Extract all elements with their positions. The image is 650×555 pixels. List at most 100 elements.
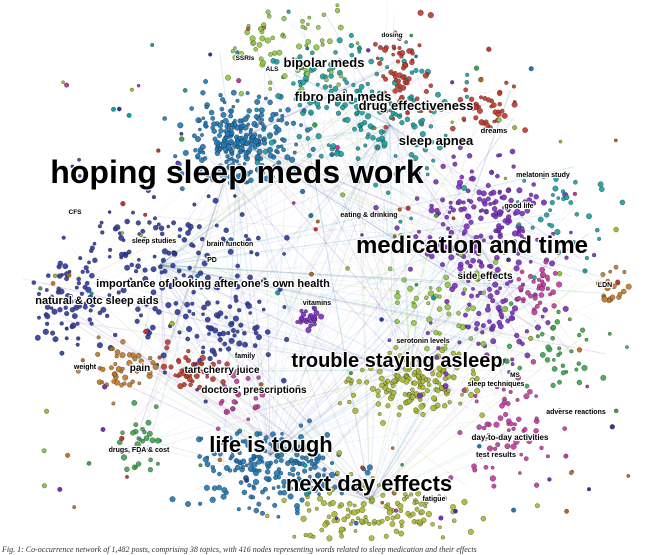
network-node: [316, 25, 321, 30]
network-node: [278, 452, 285, 458]
network-node: [341, 516, 348, 523]
network-node: [236, 78, 242, 84]
network-node: [196, 224, 202, 230]
network-edge: [237, 139, 572, 278]
network-node: [281, 137, 287, 143]
network-node: [227, 468, 233, 473]
network-node: [541, 174, 546, 179]
network-edge: [237, 139, 516, 410]
network-node: [508, 421, 514, 427]
network-node: [235, 390, 240, 396]
network-node: [268, 139, 275, 146]
network-node: [114, 354, 119, 359]
network-node: [531, 182, 536, 187]
network-node: [337, 401, 342, 406]
network-node: [191, 311, 196, 316]
network-node: [334, 516, 339, 521]
network-node: [458, 252, 464, 258]
network-node: [533, 194, 539, 200]
network-edge: [302, 30, 411, 371]
network-node: [385, 65, 390, 70]
network-node: [365, 81, 370, 87]
network-node: [436, 286, 442, 292]
label-dreams: dreams: [481, 126, 508, 135]
network-node: [409, 492, 414, 497]
network-node: [236, 340, 243, 347]
network-edge: [174, 245, 411, 371]
network-node: [304, 501, 310, 507]
network-node: [315, 133, 322, 140]
network-node: [359, 506, 366, 513]
network-node: [309, 458, 314, 463]
network-node: [324, 77, 329, 83]
network-edge: [231, 394, 271, 456]
network-node: [535, 503, 540, 509]
network-node: [522, 199, 528, 205]
network-node: [312, 315, 317, 320]
network-node: [305, 136, 311, 141]
network-node: [495, 304, 502, 311]
network-node: [539, 352, 546, 358]
network-node: [487, 319, 492, 324]
network-node: [604, 285, 611, 292]
network-node: [398, 233, 403, 238]
label-techniques: sleep techniques: [468, 381, 525, 388]
label-dosing: dosing: [381, 32, 402, 39]
network-node: [122, 374, 129, 381]
network-node: [493, 421, 500, 428]
network-node: [498, 286, 502, 291]
network-edge: [129, 124, 391, 360]
network-node: [346, 501, 353, 507]
network-node: [217, 163, 224, 170]
network-node: [456, 311, 461, 316]
network-node: [247, 147, 253, 153]
network-node: [510, 241, 516, 247]
network-node: [556, 196, 561, 200]
network-node: [353, 529, 358, 533]
network-edge: [63, 297, 271, 456]
network-node: [44, 321, 50, 326]
network-node: [291, 473, 296, 477]
network-node: [470, 248, 476, 255]
network-node: [415, 490, 421, 497]
network-node: [511, 230, 518, 237]
network-node: [337, 504, 342, 509]
network-node: [254, 107, 259, 113]
network-node: [177, 122, 184, 129]
network-node: [322, 84, 329, 90]
network-edge: [303, 464, 371, 501]
network-node: [307, 99, 314, 106]
network-node: [626, 474, 631, 478]
network-node: [151, 195, 156, 200]
label-ms: MS: [510, 372, 520, 379]
network-edge: [369, 275, 483, 501]
network-edge: [222, 150, 371, 501]
network-node: [75, 368, 81, 374]
network-node: [468, 199, 474, 204]
network-node: [190, 301, 195, 306]
network-node: [251, 40, 257, 46]
network-node: [258, 382, 264, 387]
network-node: [157, 355, 162, 360]
network-node: [132, 356, 138, 362]
network-node: [296, 384, 301, 389]
network-node: [223, 227, 229, 233]
network-edge: [369, 388, 508, 501]
network-node: [114, 224, 121, 231]
network-node: [112, 372, 117, 377]
network-node: [469, 169, 474, 174]
network-node: [49, 294, 54, 300]
network-node: [318, 313, 325, 320]
network-edge: [238, 124, 391, 161]
network-node: [238, 130, 243, 134]
network-node: [462, 287, 467, 292]
network-node: [393, 345, 399, 351]
network-node: [328, 84, 333, 89]
network-node: [342, 88, 348, 94]
network-node: [280, 113, 285, 119]
network-node: [397, 87, 403, 93]
network-node: [352, 407, 359, 414]
network-node: [100, 366, 106, 372]
network-node: [503, 176, 508, 181]
network-node: [273, 124, 279, 130]
